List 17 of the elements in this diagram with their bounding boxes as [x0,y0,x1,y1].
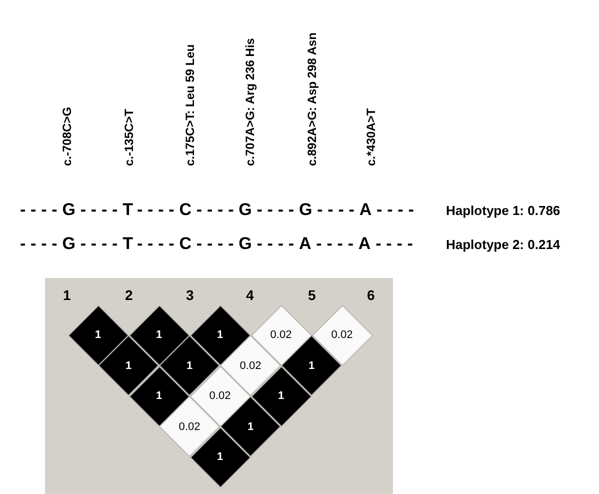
column-number: 4 [246,287,254,303]
variant-label: c.707A>G: Arg 236 His [243,38,257,166]
column-number: 3 [186,287,194,303]
column-number: 1 [63,287,71,303]
haplotype-sequence: ----G----T----C----G----G----A---- [20,200,419,220]
variant-label: c.-135C>T [122,108,136,166]
column-number: 6 [367,287,375,303]
haplotype-frequency: Haplotype 1: 0.786 [446,203,560,218]
variant-label: c.*430A>T [364,108,378,166]
haplotype-frequency: Haplotype 2: 0.214 [446,237,560,252]
haplotype-sequence: ----G----T----C----G----A----A---- [20,234,418,254]
variant-label: c.175C>T: Leu 59 Leu [183,44,197,166]
variant-label: c.-708C>G [60,106,74,166]
column-number: 5 [308,287,316,303]
column-number: 2 [125,287,133,303]
variant-label: c.892A>G: Asp 298 Asn [305,32,319,166]
ld-cell: 0.02 [312,304,372,366]
